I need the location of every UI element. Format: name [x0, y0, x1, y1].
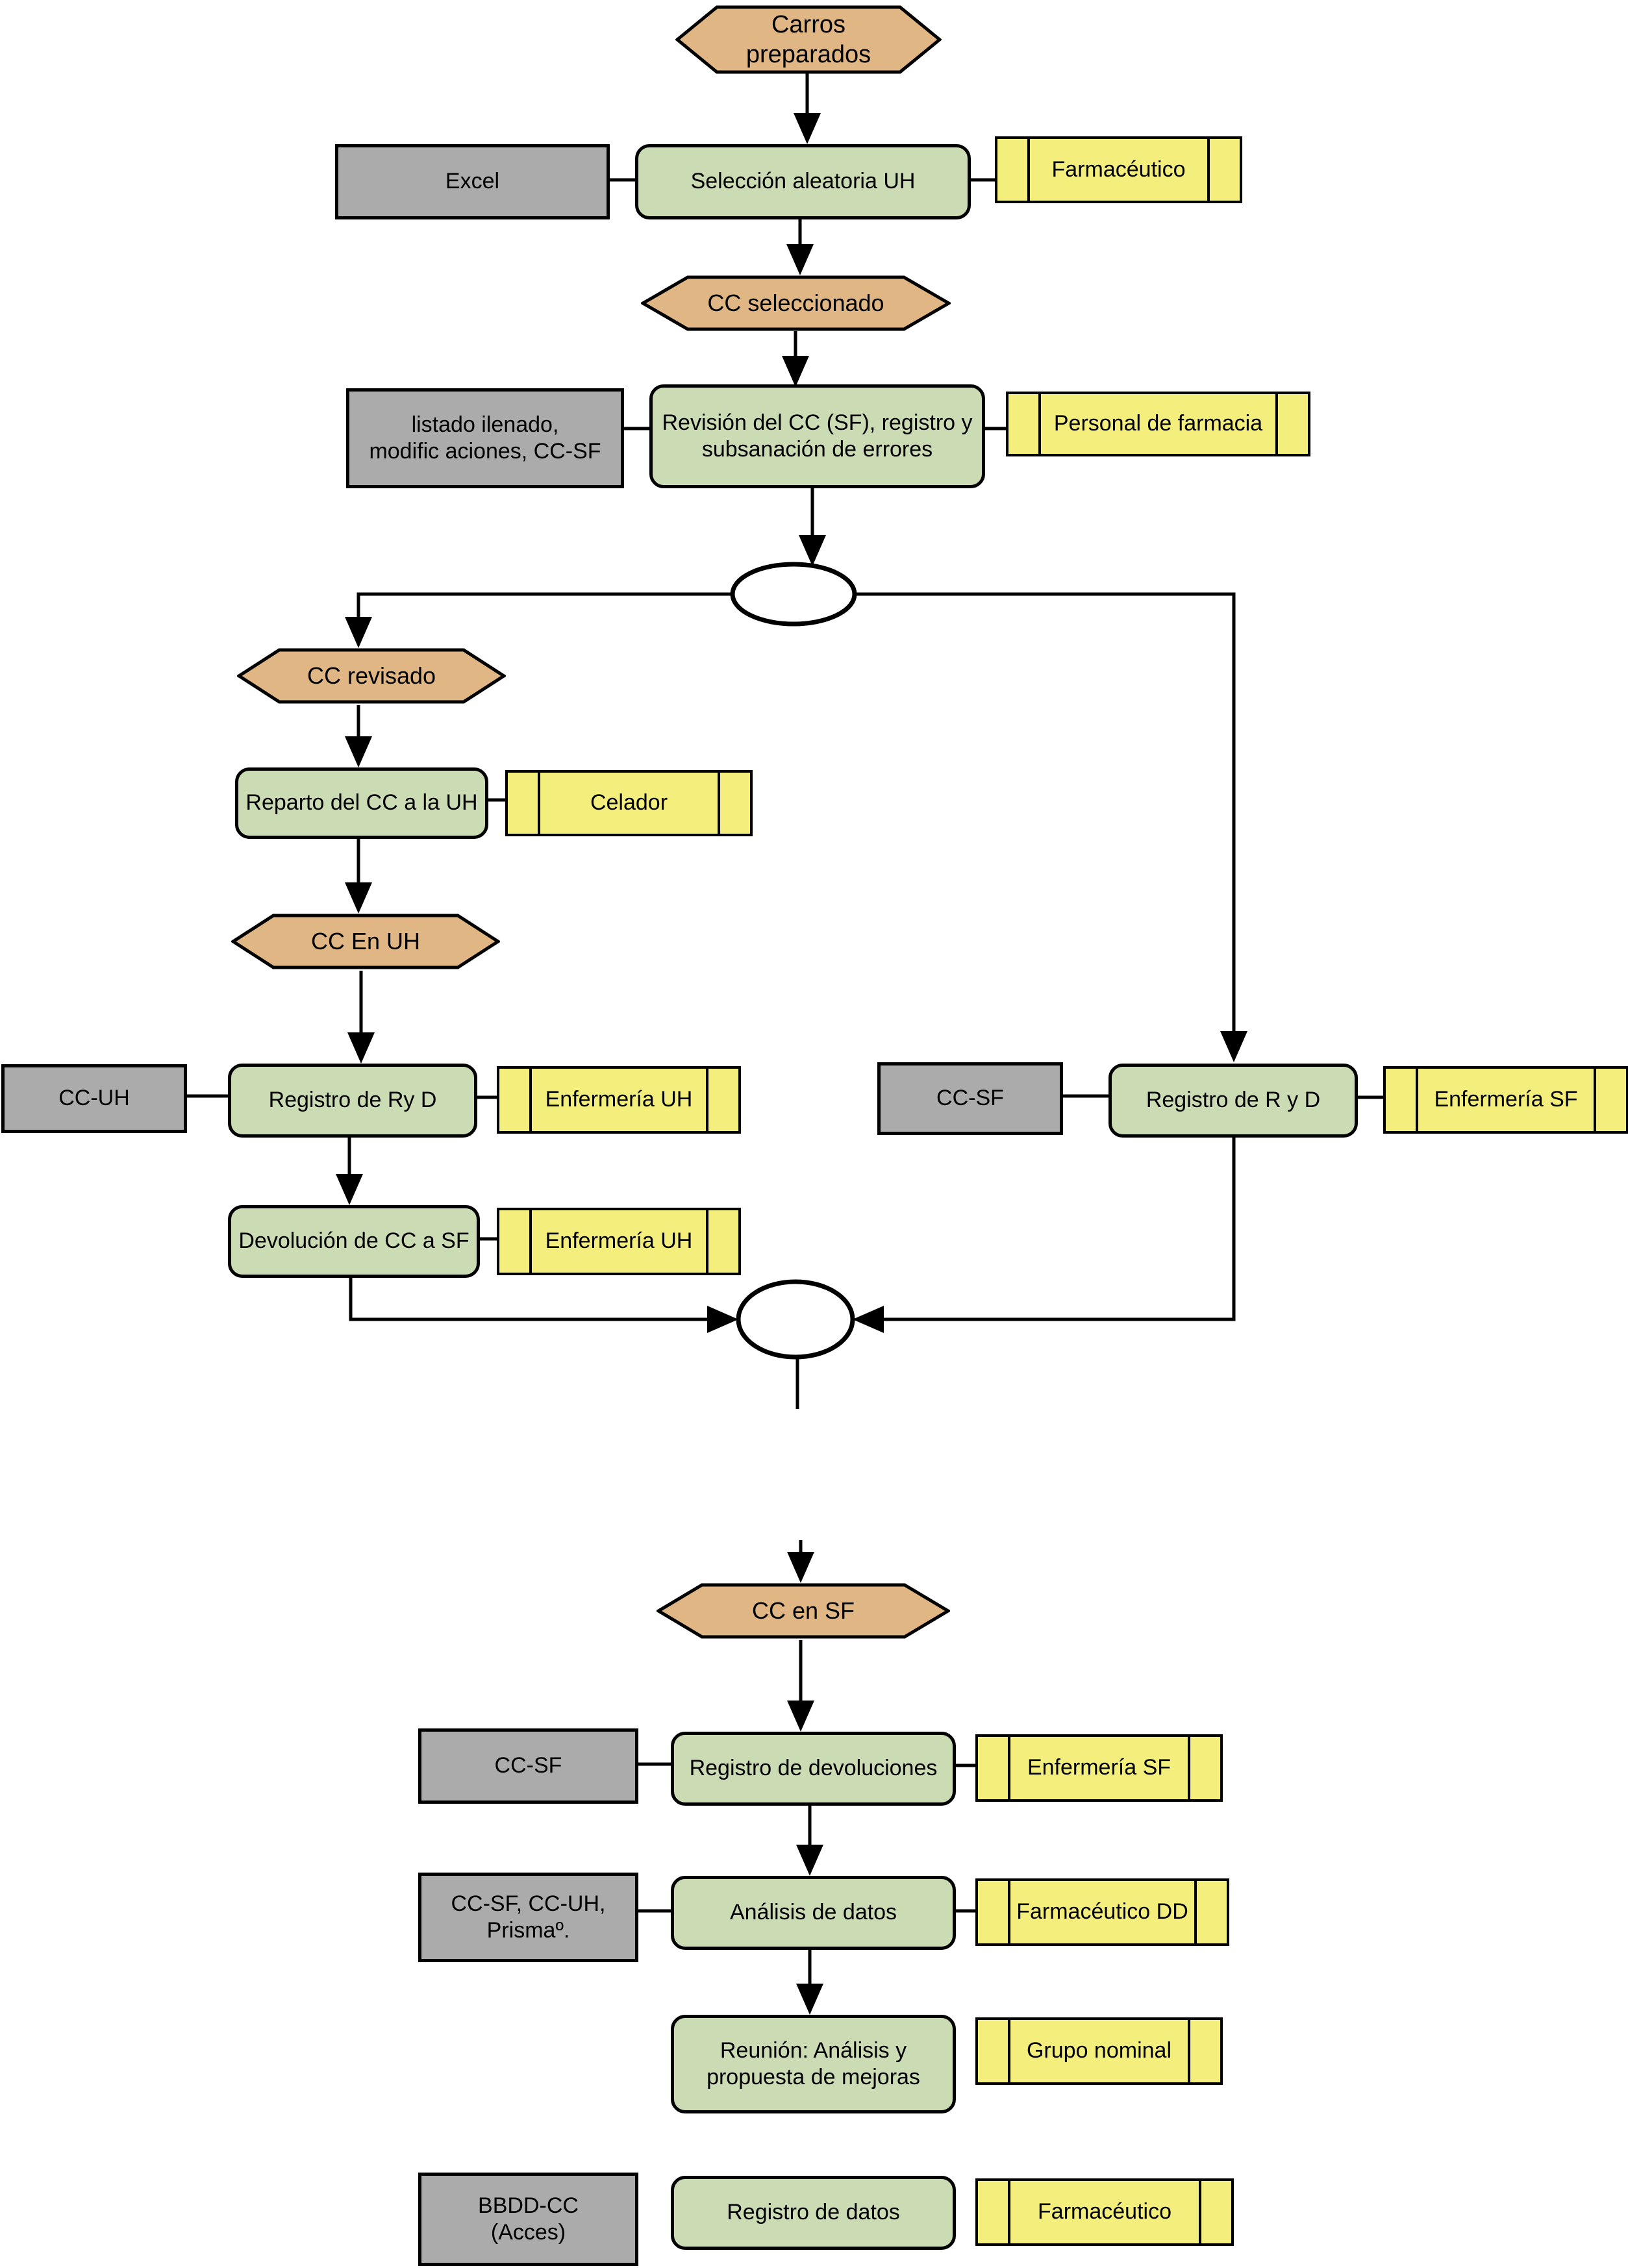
actor-enfermeria-uh-1: Enfermería UH [497, 1066, 741, 1134]
document-excel: Excel [335, 144, 610, 219]
process-label: Registro de devoluciones [689, 1756, 938, 1781]
process-label: Registro de datos [727, 2200, 900, 2225]
process-analisis-datos: Análisis de datos [671, 1876, 956, 1950]
actor-right-bar [706, 1069, 708, 1131]
document-label: Excel [445, 169, 500, 194]
document-label: listado ilenado,modific aciones, CC-SF [369, 412, 601, 464]
actor-left-bar [1416, 1069, 1418, 1131]
actor-label: Enfermería UH [545, 1228, 693, 1254]
actor-label: Farmacéutico [1038, 2199, 1171, 2224]
process-label: Selección aleatoria UH [690, 169, 916, 194]
actor-label: Farmacéutico DD [1016, 1899, 1188, 1925]
document-cc-sf-cc-uh-prisma: CC-SF, CC-UH,Prismaº. [418, 1873, 638, 1962]
state-cc-en-uh: CC En UH [231, 914, 500, 969]
actor-label: Farmacéutico [1051, 156, 1186, 182]
document-label: CC-UH [58, 1086, 130, 1111]
actor-left-bar [1027, 139, 1030, 201]
arrowheads [336, 113, 1247, 2015]
actor-right-bar [1275, 394, 1278, 454]
actor-right-bar [706, 1210, 708, 1273]
process-seleccion-aleatoria: Selección aleatoria UH [635, 144, 971, 219]
actor-grupo-nominal: Grupo nominal [975, 2017, 1223, 2085]
document-cc-uh: CC-UH [1, 1064, 187, 1133]
document-bbdd-cc: BBDD-CC(Acces) [418, 2173, 638, 2266]
process-label: Devolución de CC a SF [238, 1228, 470, 1254]
process-label: Reparto del CC a la UH [245, 790, 478, 816]
hexagon-shape [675, 5, 942, 74]
state-cc-seleccionado: CC seleccionado [641, 275, 951, 331]
document-label: BBDD-CC(Acces) [478, 2193, 579, 2245]
document-listado: listado ilenado,modific aciones, CC-SF [346, 388, 624, 488]
actor-right-bar [1188, 1737, 1190, 1799]
junction-ellipses [730, 562, 857, 1360]
actor-right-bar [1594, 1069, 1596, 1131]
actor-enfermeria-sf-bottom: Enfermería SF [975, 1734, 1223, 1802]
actor-farmaceutico-bottom: Farmacéutico [975, 2178, 1234, 2246]
actor-label: Enfermería SF [1027, 1755, 1171, 1780]
document-label: CC-SF, CC-UH,Prismaº. [451, 1891, 606, 1943]
document-label: CC-SF [936, 1086, 1004, 1111]
actor-left-bar [1008, 2181, 1010, 2243]
hexagon-shape [231, 914, 500, 969]
document-cc-sf-bottom: CC-SF [418, 1728, 638, 1804]
hexagon-shape [641, 275, 951, 331]
state-label: CC En UH [310, 928, 421, 955]
state-label: CC seleccionado [707, 290, 884, 317]
actor-left-bar [1008, 1881, 1010, 1943]
actor-right-bar [1194, 1881, 1197, 1943]
actor-label: Personal de farmacia [1053, 411, 1263, 436]
actor-enfermeria-sf-right: Enfermería SF [1383, 1066, 1628, 1134]
actor-left-bar [529, 1210, 532, 1273]
process-registro-datos: Registro de datos [671, 2176, 956, 2250]
actor-left-bar [529, 1069, 532, 1131]
connector-lines [181, 73, 1383, 1986]
actor-right-bar [1188, 2020, 1190, 2082]
actor-enfermeria-uh-2: Enfermería UH [497, 1208, 741, 1275]
actor-celador: Celador [505, 770, 753, 836]
process-registro-devoluciones: Registro de devoluciones [671, 1732, 956, 1806]
process-label: Registro de R y D [1146, 1088, 1321, 1113]
actor-farmaceutico-dd: Farmacéutico DD [975, 1878, 1229, 1946]
actor-label: Celador [590, 790, 668, 816]
state-label: CC revisado [307, 662, 436, 690]
actor-left-bar [538, 773, 540, 834]
actor-label: Enfermería UH [545, 1087, 693, 1112]
junction-ellipse-top [730, 562, 857, 627]
junction-ellipse-bottom [736, 1279, 855, 1360]
process-devolucion-cc: Devolución de CC a SF [228, 1205, 480, 1278]
actor-left-bar [1008, 2020, 1010, 2082]
process-registro-ryd-sf: Registro de R y D [1108, 1064, 1358, 1138]
state-cc-en-sf: CC en SF [657, 1583, 950, 1639]
process-reparto-cc: Reparto del CC a la UH [235, 767, 488, 839]
state-label: CC en SF [751, 1597, 855, 1625]
document-label: CC-SF [494, 1753, 562, 1778]
actor-label: Grupo nominal [1026, 2038, 1171, 2063]
actor-left-bar [1008, 1737, 1010, 1799]
process-label: Análisis de datos [729, 1900, 897, 1925]
actor-left-bar [1038, 394, 1041, 454]
actor-personal-farmacia: Personal de farmacia [1006, 392, 1310, 456]
document-cc-sf-right: CC-SF [877, 1062, 1063, 1135]
hexagon-shape [237, 648, 506, 704]
actor-label: Enfermería SF [1434, 1087, 1578, 1112]
actor-right-bar [718, 773, 720, 834]
process-label: Registro de Ry D [268, 1088, 437, 1113]
actor-right-bar [1207, 139, 1210, 201]
state-cc-revisado: CC revisado [237, 648, 506, 704]
actor-farmaceutico-top: Farmacéutico [995, 136, 1242, 203]
hexagon-shape [657, 1583, 950, 1639]
process-registro-ryd-uh: Registro de Ry D [228, 1064, 477, 1138]
actor-right-bar [1199, 2181, 1201, 2243]
